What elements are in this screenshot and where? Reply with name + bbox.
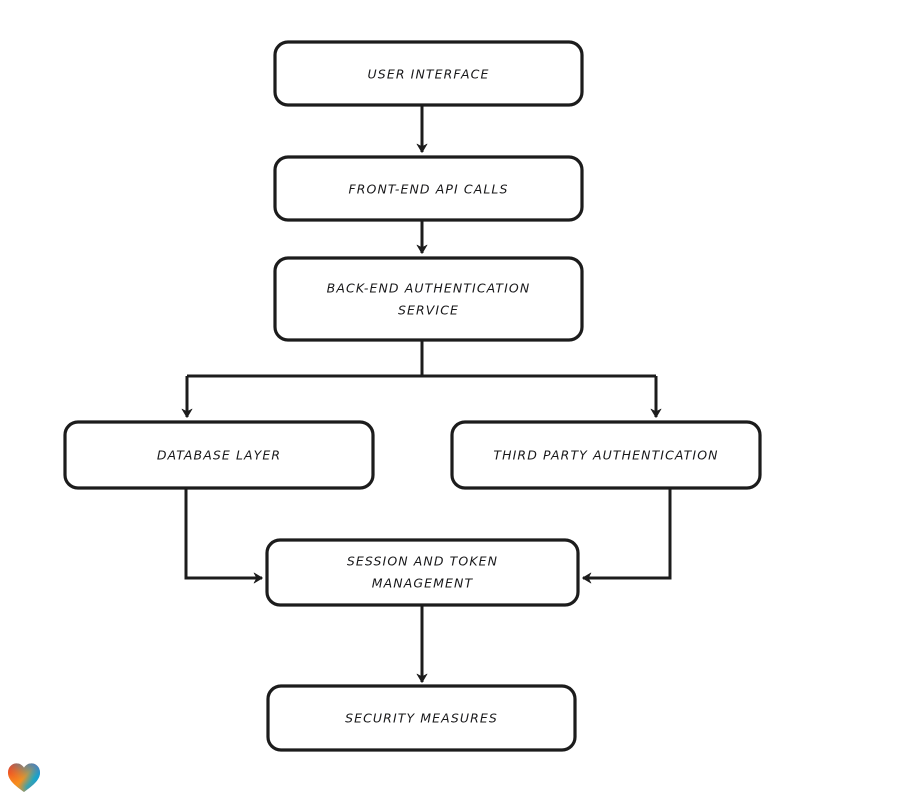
node-third-party-authentication[interactable]: THIRD PARTY AUTHENTICATION <box>450 420 762 490</box>
node-back-end-auth-service-label-line2: SERVICE <box>398 303 459 318</box>
node-front-end-api-calls-label: FRONT-END API CALLS <box>348 182 508 197</box>
node-security-measures[interactable]: SECURITY MEASURES <box>266 684 577 752</box>
node-database-layer-box <box>63 420 375 490</box>
node-front-end-api-calls-box <box>273 155 584 222</box>
node-database-layer[interactable]: DATABASE LAYER <box>63 420 375 490</box>
node-security-measures-label: SECURITY MEASURES <box>345 711 498 726</box>
edge-database-layer-to-session-and-token-management <box>184 488 263 584</box>
node-security-measures-box <box>266 684 577 752</box>
node-back-end-auth-service-label-line1: BACK-END AUTHENTICATION <box>327 281 531 296</box>
heart-icon <box>8 763 40 792</box>
node-back-end-auth-service[interactable]: BACK-END AUTHENTICATION SERVICE <box>273 256 584 342</box>
edge-third-party-authentication-to-session-and-token-management <box>582 488 672 584</box>
node-back-end-auth-service-box <box>273 256 584 342</box>
node-session-and-token-management-label-line1: SESSION AND TOKEN <box>347 554 498 569</box>
node-user-interface-label: USER INTERFACE <box>368 67 490 82</box>
node-session-and-token-management-label-line2: MANAGEMENT <box>372 576 474 591</box>
node-user-interface[interactable]: USER INTERFACE <box>273 40 584 107</box>
node-database-layer-label: DATABASE LAYER <box>157 448 281 463</box>
node-session-and-token-management-box <box>265 538 580 607</box>
node-front-end-api-calls[interactable]: FRONT-END API CALLS <box>273 155 584 222</box>
node-third-party-authentication-label: THIRD PARTY AUTHENTICATION <box>493 448 718 463</box>
node-session-and-token-management[interactable]: SESSION AND TOKEN MANAGEMENT <box>265 538 580 607</box>
node-third-party-authentication-box <box>450 420 762 490</box>
node-user-interface-box <box>273 40 584 107</box>
